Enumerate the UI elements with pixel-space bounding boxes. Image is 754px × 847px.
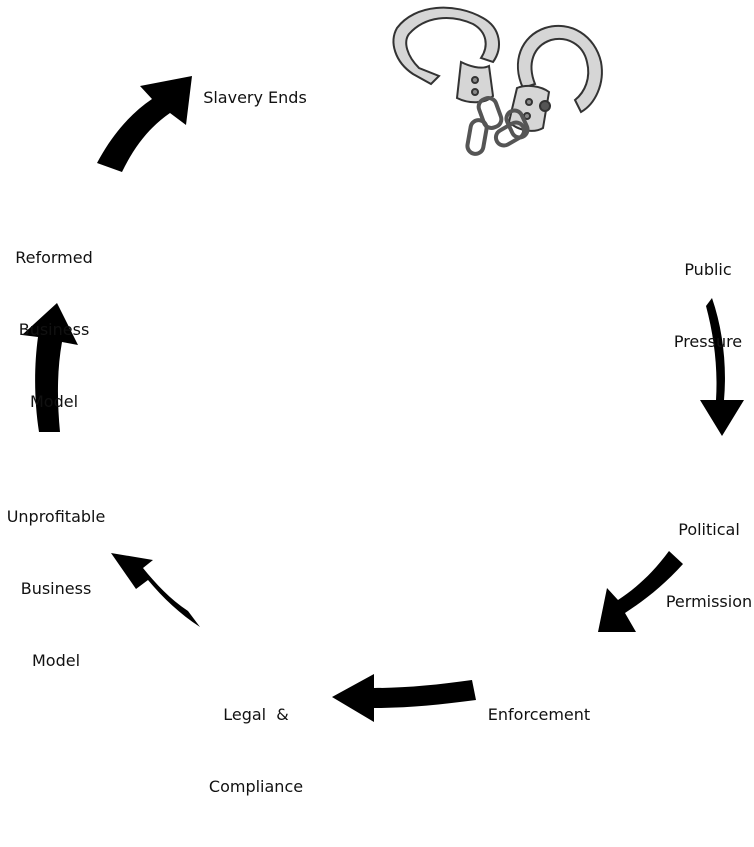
node-label-line: Political [678,520,740,539]
node-label-line: Permission [665,592,753,611]
cycle-arrows [22,76,744,722]
node-label-line: Enforcement [487,705,591,724]
node-label-line: Compliance [208,777,304,796]
arrow-enforcement-to-legal [332,674,476,722]
node-enforcement: Enforcement [474,655,604,775]
arrow-unprofitable-to-reformed [22,303,78,432]
node-label-line: Model [29,392,79,411]
node-label-line: Pressure [673,332,743,351]
arrow-legal-to-unprofitable [111,553,200,627]
node-unprofitable-business-model: Unprofitable Business Model [0,457,112,721]
node-political-permission: Political Permission [654,470,754,662]
arrow-reformed-to-slavery [97,76,192,172]
node-label-line: Slavery Ends [203,88,307,107]
node-label-line: Reformed [15,248,93,267]
node-label-line: Business [18,320,90,339]
node-label-line: Model [31,651,81,670]
handcuffs-icon [392,6,603,156]
node-reformed-business-model: Reformed Business Model [6,198,102,462]
arrow-political-to-enforcement [598,551,683,632]
arrow-public-to-political [700,298,744,436]
node-label-line: Legal & [223,705,289,724]
node-label-line: Unprofitable [6,507,106,526]
node-label-line: Business [20,579,92,598]
node-legal-compliance: Legal & Compliance [196,655,316,847]
node-slavery-ends: Slavery Ends [190,38,320,158]
node-label-line: Public [684,260,732,279]
node-public-pressure: Public Pressure [660,210,754,402]
cycle-diagram: Slavery Ends Public Pressure Political P… [0,6,754,796]
